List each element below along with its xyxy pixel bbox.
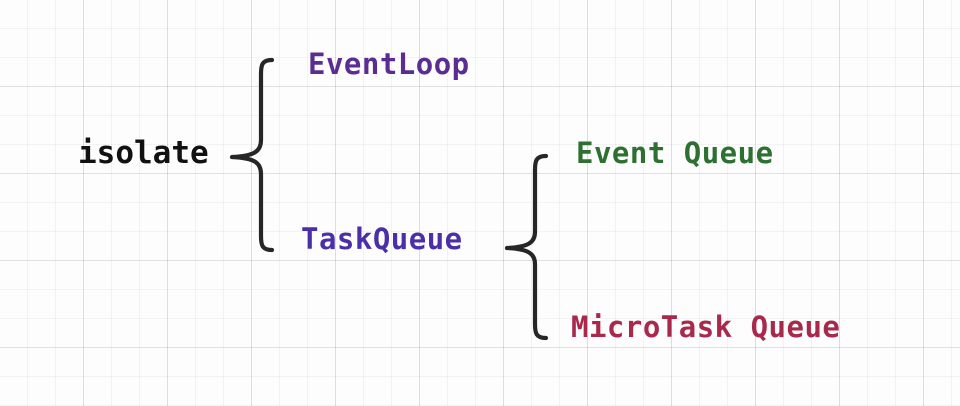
brace-task-queue bbox=[504, 153, 549, 341]
node-label-task-queue: TaskQueue bbox=[301, 222, 463, 256]
node-label-microtask-queue: MicroTask Queue bbox=[571, 310, 841, 344]
node-label-isolate: isolate bbox=[78, 135, 209, 171]
node-label-event-loop: EventLoop bbox=[308, 47, 470, 81]
brace-isolate bbox=[229, 57, 275, 253]
node-label-event-queue: Event Queue bbox=[576, 136, 774, 170]
